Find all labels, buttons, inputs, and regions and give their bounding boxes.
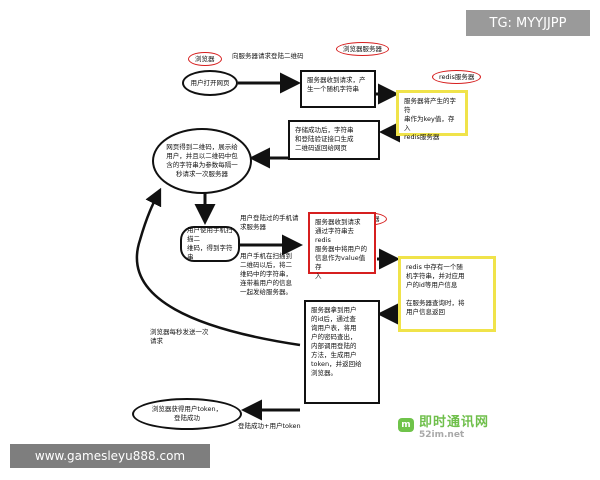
- node-server-query-text: 服务器拿到用户 的id后，通过查 询用户表，将用 户的密码查出， 内部调用登陆的…: [311, 306, 362, 377]
- tag-redis-server: redis服务器: [432, 70, 482, 84]
- node-mobile-receive-text: 服务器收到请求 通过字符串去redis 服务器中将用户的 信息作为value值存…: [315, 218, 367, 280]
- node-store-ok-text: 存储成功后，字符串 和登陆验证接口生成 二维码返回给网页: [295, 126, 354, 152]
- label-login-success: 登陆成功+用户token: [238, 422, 301, 430]
- label-request-qr: 向服务器请求登陆二维码: [232, 52, 304, 60]
- node-browser-poll: 网页得到二维码，展示给 用户，并且以二维码中包 含的字符串为参数每隔一 秒请求一…: [152, 128, 252, 194]
- arrow-poll-loop: [135, 187, 301, 347]
- tag-browser-server: 浏览器服务器: [336, 42, 389, 56]
- brand-sub: 52im.net: [419, 429, 465, 440]
- brand-name: 即时通讯网: [419, 414, 490, 430]
- node-user-scan-text: 用户使用手机扫描二 维码，得到字符串: [187, 226, 233, 261]
- node-redis-info-text: redis 中存有一个随 机字符串，并对应用 户的id等用户信息 在服务器查询时…: [406, 263, 465, 316]
- brand-watermark: m 即时通讯网 52im.net: [398, 410, 489, 440]
- node-store-ok: 存储成功后，字符串 和登陆验证接口生成 二维码返回给网页: [288, 120, 380, 160]
- label-poll: 浏览器每秒发送一次 请求: [150, 328, 209, 345]
- brand-logo-icon: m: [398, 418, 414, 432]
- node-redis-store-text: 服务器将产生的字符 串作为key值，存入 redis服务器: [404, 97, 456, 141]
- node-login-done: 浏览器获得用户token， 登陆成功: [132, 398, 242, 430]
- node-mobile-receive: 服务器收到请求 通过字符串去redis 服务器中将用户的 信息作为value值存…: [308, 212, 376, 280]
- watermark-bottom: www.gamesleyu888.com: [10, 444, 210, 468]
- node-server-generate-text: 服务器收到请求，产 生一个随机字符串: [307, 76, 366, 93]
- node-server-generate: 服务器收到请求，产 生一个随机字符串: [300, 70, 376, 108]
- label-mobile-scan: 用户手机在扫描到 二维码以后，将二 维码中的字符串， 连带着用户的信息 一起发给…: [240, 252, 292, 296]
- tag-browser: 浏览器: [188, 52, 222, 66]
- node-server-query: 服务器拿到用户 的id后，通过查 询用户表，将用 户的密码查出， 内部调用登陆的…: [304, 300, 380, 404]
- node-user-open: 用户打开网页: [182, 70, 238, 96]
- node-browser-poll-text: 网页得到二维码，展示给 用户，并且以二维码中包 含的字符串为参数每隔一 秒请求一…: [166, 143, 238, 178]
- node-redis-store: 服务器将产生的字符 串作为key值，存入 redis服务器: [396, 90, 468, 141]
- watermark-top: TG: MYYJJPP: [466, 10, 590, 36]
- label-scan-send: 用户登陆过的手机请 求服务器: [240, 214, 299, 231]
- node-redis-info: redis 中存有一个随 机字符串，并对应用 户的id等用户信息 在服务器查询时…: [398, 256, 496, 332]
- node-user-scan: 用户使用手机扫描二 维码，得到字符串: [180, 226, 240, 262]
- node-login-done-text: 浏览器获得用户token， 登陆成功: [151, 405, 223, 422]
